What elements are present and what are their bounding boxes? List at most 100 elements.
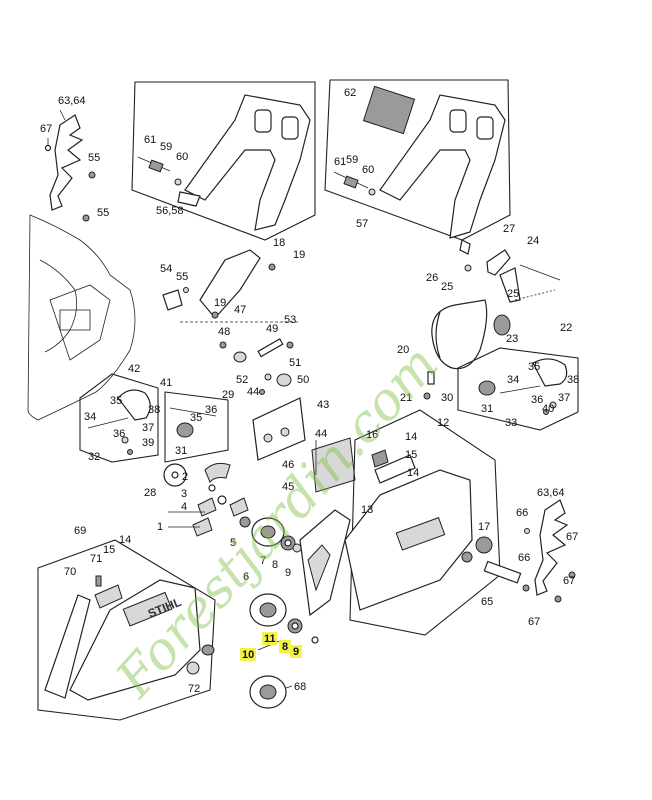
label-18: 18 [273, 237, 285, 249]
label-25-a: 25 [441, 281, 453, 293]
oil-pump-box-right [457, 347, 579, 431]
label-14-c: 14 [119, 534, 131, 546]
label-66-a: 66 [516, 507, 528, 519]
label-28: 28 [144, 487, 156, 499]
label-29: 29 [222, 389, 234, 401]
label-31-a: 31 [175, 445, 187, 457]
label-57: 57 [356, 218, 368, 230]
label-67-a: 67 [40, 123, 52, 135]
label-56-58: 56,58 [156, 205, 184, 217]
label-67-d: 67 [528, 616, 540, 628]
label-53: 53 [284, 314, 296, 326]
label-20: 20 [397, 344, 409, 356]
label-59-a: 59 [160, 141, 172, 153]
label-63-64-a: 63,64 [58, 95, 86, 107]
hand-guard-box-left [131, 81, 316, 241]
label-44-a: 44 [247, 386, 259, 398]
label-37-b: 37 [558, 392, 570, 404]
label-32: 32 [88, 451, 100, 463]
label-41: 41 [160, 377, 172, 389]
label-39: 39 [142, 437, 154, 449]
label-17: 17 [478, 521, 490, 533]
spur-sprocket [249, 675, 293, 709]
label-33: 33 [505, 417, 517, 429]
label-47: 47 [234, 304, 246, 316]
label-45: 45 [282, 481, 294, 493]
label-23: 23 [506, 333, 518, 345]
handle-spring-assembly-right [483, 499, 576, 603]
label-55-b: 55 [97, 207, 109, 219]
label-35-c: 35 [528, 361, 540, 373]
label-25-b: 25 [507, 288, 519, 300]
handle-spring-assembly-left [44, 109, 96, 222]
label-35-a: 35 [110, 395, 122, 407]
label-55-c: 55 [176, 271, 188, 283]
oil-pump-box-left [79, 373, 159, 463]
sprocket-cover-box-left [37, 539, 216, 721]
label-61-b: 61 [334, 156, 346, 168]
hand-guard-box-right [324, 79, 511, 241]
label-15-a: 15 [405, 449, 417, 461]
label-38-a: 38 [148, 404, 160, 416]
label-9-b: 9 [293, 646, 299, 658]
label-49: 49 [266, 323, 278, 335]
label-8-highlight [279, 640, 291, 653]
label-24: 24 [527, 235, 539, 247]
label-44-b: 44 [315, 428, 327, 440]
label-35-b: 35 [190, 412, 202, 424]
label-8-a: 8 [272, 559, 278, 571]
label-43: 43 [317, 399, 329, 411]
label-5: 5 [230, 537, 236, 549]
label-10: 10 [242, 649, 254, 661]
label-65: 65 [481, 596, 493, 608]
label-9-a: 9 [285, 567, 291, 579]
label-15-b: 15 [103, 544, 115, 556]
label-61-a: 61 [144, 134, 156, 146]
label-11: 11 [264, 633, 276, 645]
label-69: 69 [74, 525, 86, 537]
clutch-assembly [168, 462, 302, 553]
label-55-a: 55 [88, 152, 100, 164]
label-7: 7 [260, 555, 266, 567]
label-66-b: 66 [518, 552, 530, 564]
label-19-a: 19 [293, 249, 305, 261]
label-14-b: 14 [407, 467, 419, 479]
label-40: 40 [542, 403, 554, 415]
label-72: 72 [188, 683, 200, 695]
label-46: 46 [282, 459, 294, 471]
label-1: 1 [157, 521, 163, 533]
label-21: 21 [400, 392, 412, 404]
label-59-b: 59 [346, 154, 358, 166]
label-67-c: 67 [563, 575, 575, 587]
label-60-b: 60 [362, 164, 374, 176]
label-27: 27 [503, 223, 515, 235]
label-9-highlight [290, 645, 302, 658]
label-10-highlight [240, 648, 256, 661]
label-60-a: 60 [176, 151, 188, 163]
label-12: 12 [437, 417, 449, 429]
label-19-b: 19 [214, 297, 226, 309]
label-31-b: 31 [481, 403, 493, 415]
label-3: 3 [181, 488, 187, 500]
label-50: 50 [297, 374, 309, 386]
label-38-b: 38 [567, 374, 579, 386]
label-34-a: 34 [84, 411, 96, 423]
label-37-a: 37 [142, 422, 154, 434]
label-52: 52 [236, 374, 248, 386]
baffle-plate [252, 397, 356, 493]
label-13: 13 [361, 504, 373, 516]
brake-guard-parts [162, 249, 300, 395]
label-70: 70 [64, 566, 76, 578]
label-11-highlight [262, 632, 277, 645]
label-54: 54 [160, 263, 172, 275]
label-26: 26 [426, 272, 438, 284]
label-36-b: 36 [205, 404, 217, 416]
label-14-a: 14 [405, 431, 417, 443]
label-67-b: 67 [566, 531, 578, 543]
label-42: 42 [128, 363, 140, 375]
label-48: 48 [218, 326, 230, 338]
sprocket-cover [299, 409, 501, 636]
label-36-c: 36 [531, 394, 543, 406]
label-16: 16 [366, 429, 378, 441]
label-51: 51 [289, 357, 301, 369]
